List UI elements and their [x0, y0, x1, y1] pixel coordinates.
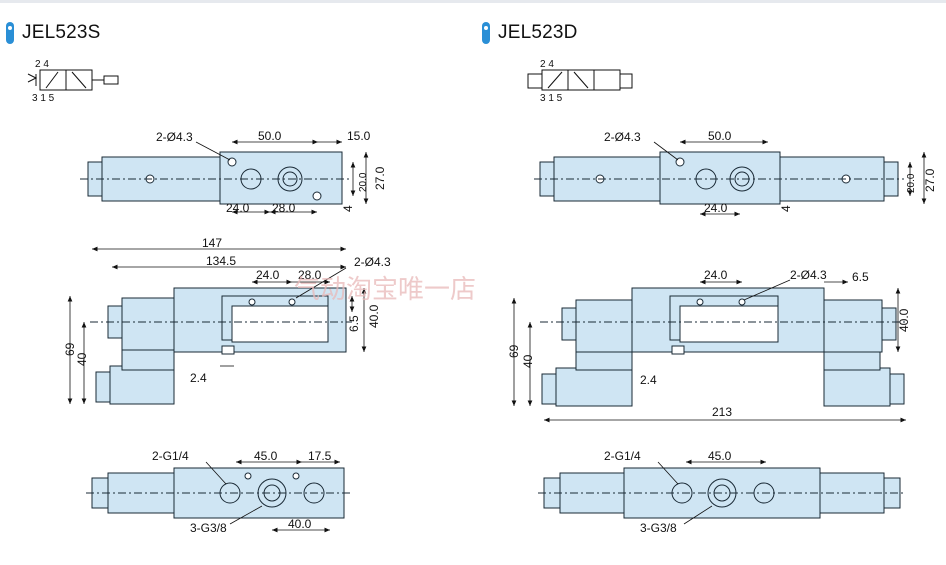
port-label: 3-G3/8	[190, 521, 227, 535]
left-bottom-view	[86, 467, 352, 519]
watermark: 气动淘宝唯一店	[294, 275, 476, 305]
dim-holes: 2-Ø4.3	[604, 130, 641, 144]
dim-label: 40.0	[897, 308, 911, 332]
dim-label: 45.0	[254, 449, 278, 463]
left-front-view	[90, 287, 352, 405]
model-title: JEL523S	[22, 22, 101, 43]
dim-label: 45.0	[708, 449, 732, 463]
dim-label: 134.5	[206, 254, 236, 268]
dim-label: 69	[63, 342, 77, 356]
dim-label: 27.0	[373, 166, 387, 190]
dim-label: 24.0	[256, 268, 280, 282]
top-divider	[0, 0, 946, 3]
left-front-dims	[67, 246, 367, 404]
dim-label: 28.0	[298, 268, 322, 282]
dim-label: 40	[75, 352, 89, 366]
dim-label: 27.0	[923, 168, 937, 192]
dim-label: 69	[507, 344, 521, 358]
dim-label: 50.0	[708, 129, 732, 143]
dim-label: 4	[779, 205, 793, 212]
right-front-view	[540, 287, 906, 407]
symbol-ports-bottom: 3 1 5	[32, 93, 55, 104]
valve-symbol-left	[27, 69, 119, 91]
valve-symbol-right	[527, 69, 633, 91]
dim-holes: 2-Ø4.3	[354, 255, 391, 269]
dim-label: 2.4	[640, 373, 657, 387]
dim-label: 20.0	[358, 172, 369, 192]
left-bottom-dims	[205, 459, 340, 533]
right-front-dims	[511, 279, 906, 423]
dim-holes: 2-Ø4.3	[790, 268, 827, 282]
left-top-dims	[195, 139, 369, 215]
dim-label: 40	[521, 354, 535, 368]
dim-label: 24.0	[704, 201, 728, 215]
symbol-ports-bottom: 3 1 5	[540, 93, 563, 104]
dim-label: 50.0	[258, 129, 282, 143]
title-right: JEL523D	[482, 20, 578, 46]
dim-label: 40.0	[367, 304, 381, 328]
dim-label: 20.0	[906, 173, 917, 193]
title-left: JEL523S	[6, 20, 101, 46]
dim-label: 28.0	[272, 201, 296, 215]
dim-label: 213	[712, 405, 732, 419]
right-top-dims	[653, 139, 927, 217]
port-label: 3-G3/8	[640, 521, 677, 535]
dim-label: 40.0	[288, 517, 312, 531]
right-top-view	[534, 151, 904, 205]
port-label: 2-G1/4	[152, 449, 189, 463]
dim-label: 17.5	[308, 449, 332, 463]
right-bottom-view	[538, 467, 906, 519]
dim-label: 6.5	[852, 270, 869, 284]
right-bottom-dims	[657, 459, 766, 525]
model-title: JEL523D	[498, 22, 578, 43]
title-marker-icon	[482, 22, 490, 44]
symbol-ports-top: 2 4	[540, 59, 554, 70]
dim-label: 2.4	[190, 371, 207, 385]
dim-holes: 2-Ø4.3	[156, 130, 193, 144]
dim-label: 4	[341, 205, 355, 212]
dim-label: 24.0	[704, 268, 728, 282]
left-top-view	[80, 151, 352, 205]
dim-label: 15.0	[347, 129, 371, 143]
symbol-ports-top: 2 4	[35, 59, 49, 70]
port-label: 2-G1/4	[604, 449, 641, 463]
title-marker-icon	[6, 22, 14, 44]
dim-label: 147	[202, 236, 222, 250]
dim-label: 6.5	[347, 315, 361, 332]
dim-label: 24.0	[226, 201, 250, 215]
